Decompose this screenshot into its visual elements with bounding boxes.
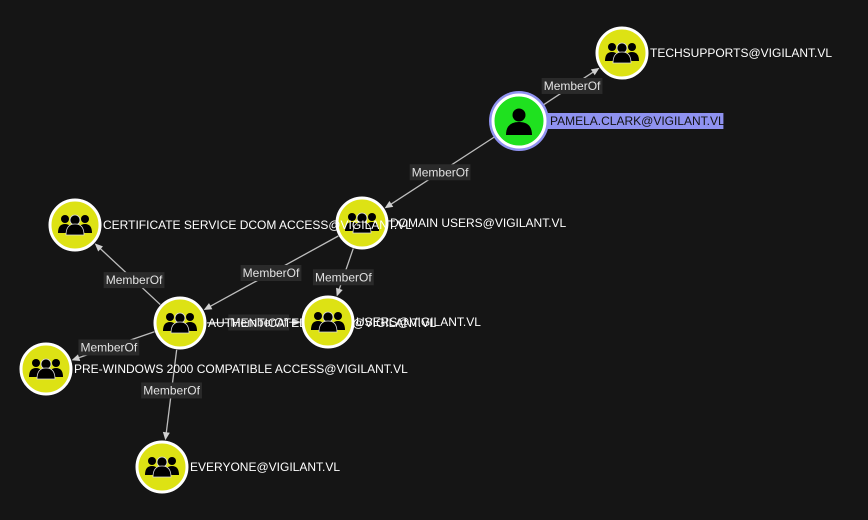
edge-label-text: MemberOf <box>230 315 287 329</box>
node-authusers[interactable]: AUTHENTICATED USERS@VIGILANT.VL <box>153 296 436 350</box>
edge-label[interactable]: MemberOf <box>409 164 471 181</box>
edge-label-bg <box>409 164 471 181</box>
node-label: EVERYONE@VIGILANT.VL <box>190 460 340 474</box>
edge-label-text: MemberOf <box>143 383 200 397</box>
arrow-head <box>162 431 170 441</box>
arrow-head <box>203 303 213 310</box>
edge-label[interactable]: MemberOf <box>228 314 290 331</box>
group-icon <box>605 42 639 64</box>
arrow-head <box>384 200 394 209</box>
arrow-head <box>94 243 103 252</box>
edge-label-bg <box>541 77 603 94</box>
node-techsupports[interactable]: TECHSUPPORTS@VIGILANT.VL <box>595 26 832 80</box>
edge-label-text: MemberOf <box>544 79 601 93</box>
nodes-layer: PAMELA.CLARK@VIGILANT.VL TECHSUPPORTS@VIG… <box>19 26 832 494</box>
node-domainusers[interactable]: DOMAIN USERS@VIGILANT.VL <box>335 196 567 250</box>
arrow-head <box>292 318 302 326</box>
group-icon <box>163 312 197 334</box>
node-label: DOMAIN USERS@VIGILANT.VL <box>390 216 567 230</box>
edge-label-bg <box>141 382 202 399</box>
edge-label-bg <box>312 269 374 286</box>
group-icon <box>311 311 345 333</box>
group-icon <box>29 358 63 380</box>
edge-label-bg <box>228 314 290 331</box>
node-pamela[interactable]: PAMELA.CLARK@VIGILANT.VL <box>489 91 725 151</box>
edge-label-bg <box>240 265 302 281</box>
edge-label[interactable]: MemberOf <box>312 269 374 286</box>
group-icon <box>345 212 379 234</box>
edge-label-bg <box>103 272 165 289</box>
node-certservice[interactable]: CERTIFICATE SERVICE DCOM ACCESS@VIGILANT… <box>48 198 412 252</box>
edge-label-text: MemberOf <box>412 165 469 179</box>
node-label: PRE-WINDOWS 2000 COMPATIBLE ACCESS@VIGIL… <box>74 362 408 376</box>
edge-label-bg <box>78 339 140 356</box>
edge-label-text: MemberOf <box>106 273 163 287</box>
arrow-head <box>71 354 81 361</box>
edge-label[interactable]: MemberOf <box>103 272 165 289</box>
node-label-highlight <box>547 113 724 129</box>
arrow-head <box>336 287 343 297</box>
node-label: PAMELA.CLARK@VIGILANT.VL <box>550 114 725 128</box>
node-label: USERS@VIGILANT.VL <box>356 315 481 329</box>
edge-label[interactable]: MemberOf <box>240 265 302 281</box>
group-icon <box>58 214 92 236</box>
edge-label-text: MemberOf <box>315 270 372 284</box>
edge-label-text: MemberOf <box>81 340 138 354</box>
node-prewin2000[interactable]: PRE-WINDOWS 2000 COMPATIBLE ACCESS@VIGIL… <box>19 342 408 396</box>
edge-label-text: MemberOf <box>243 266 300 280</box>
edge-label[interactable]: MemberOf <box>541 77 603 94</box>
edge-label[interactable]: MemberOf <box>78 339 140 356</box>
user-icon <box>506 108 532 135</box>
node-everyone[interactable]: EVERYONE@VIGILANT.VL <box>135 440 340 494</box>
node-label: CERTIFICATE SERVICE DCOM ACCESS@VIGILANT… <box>103 218 412 232</box>
group-icon <box>145 456 179 478</box>
arrow-head <box>590 67 600 76</box>
edge-label[interactable]: MemberOf <box>141 382 202 399</box>
node-users[interactable]: USERS@VIGILANT.VL <box>301 295 481 349</box>
node-label: TECHSUPPORTS@VIGILANT.VL <box>650 46 832 60</box>
